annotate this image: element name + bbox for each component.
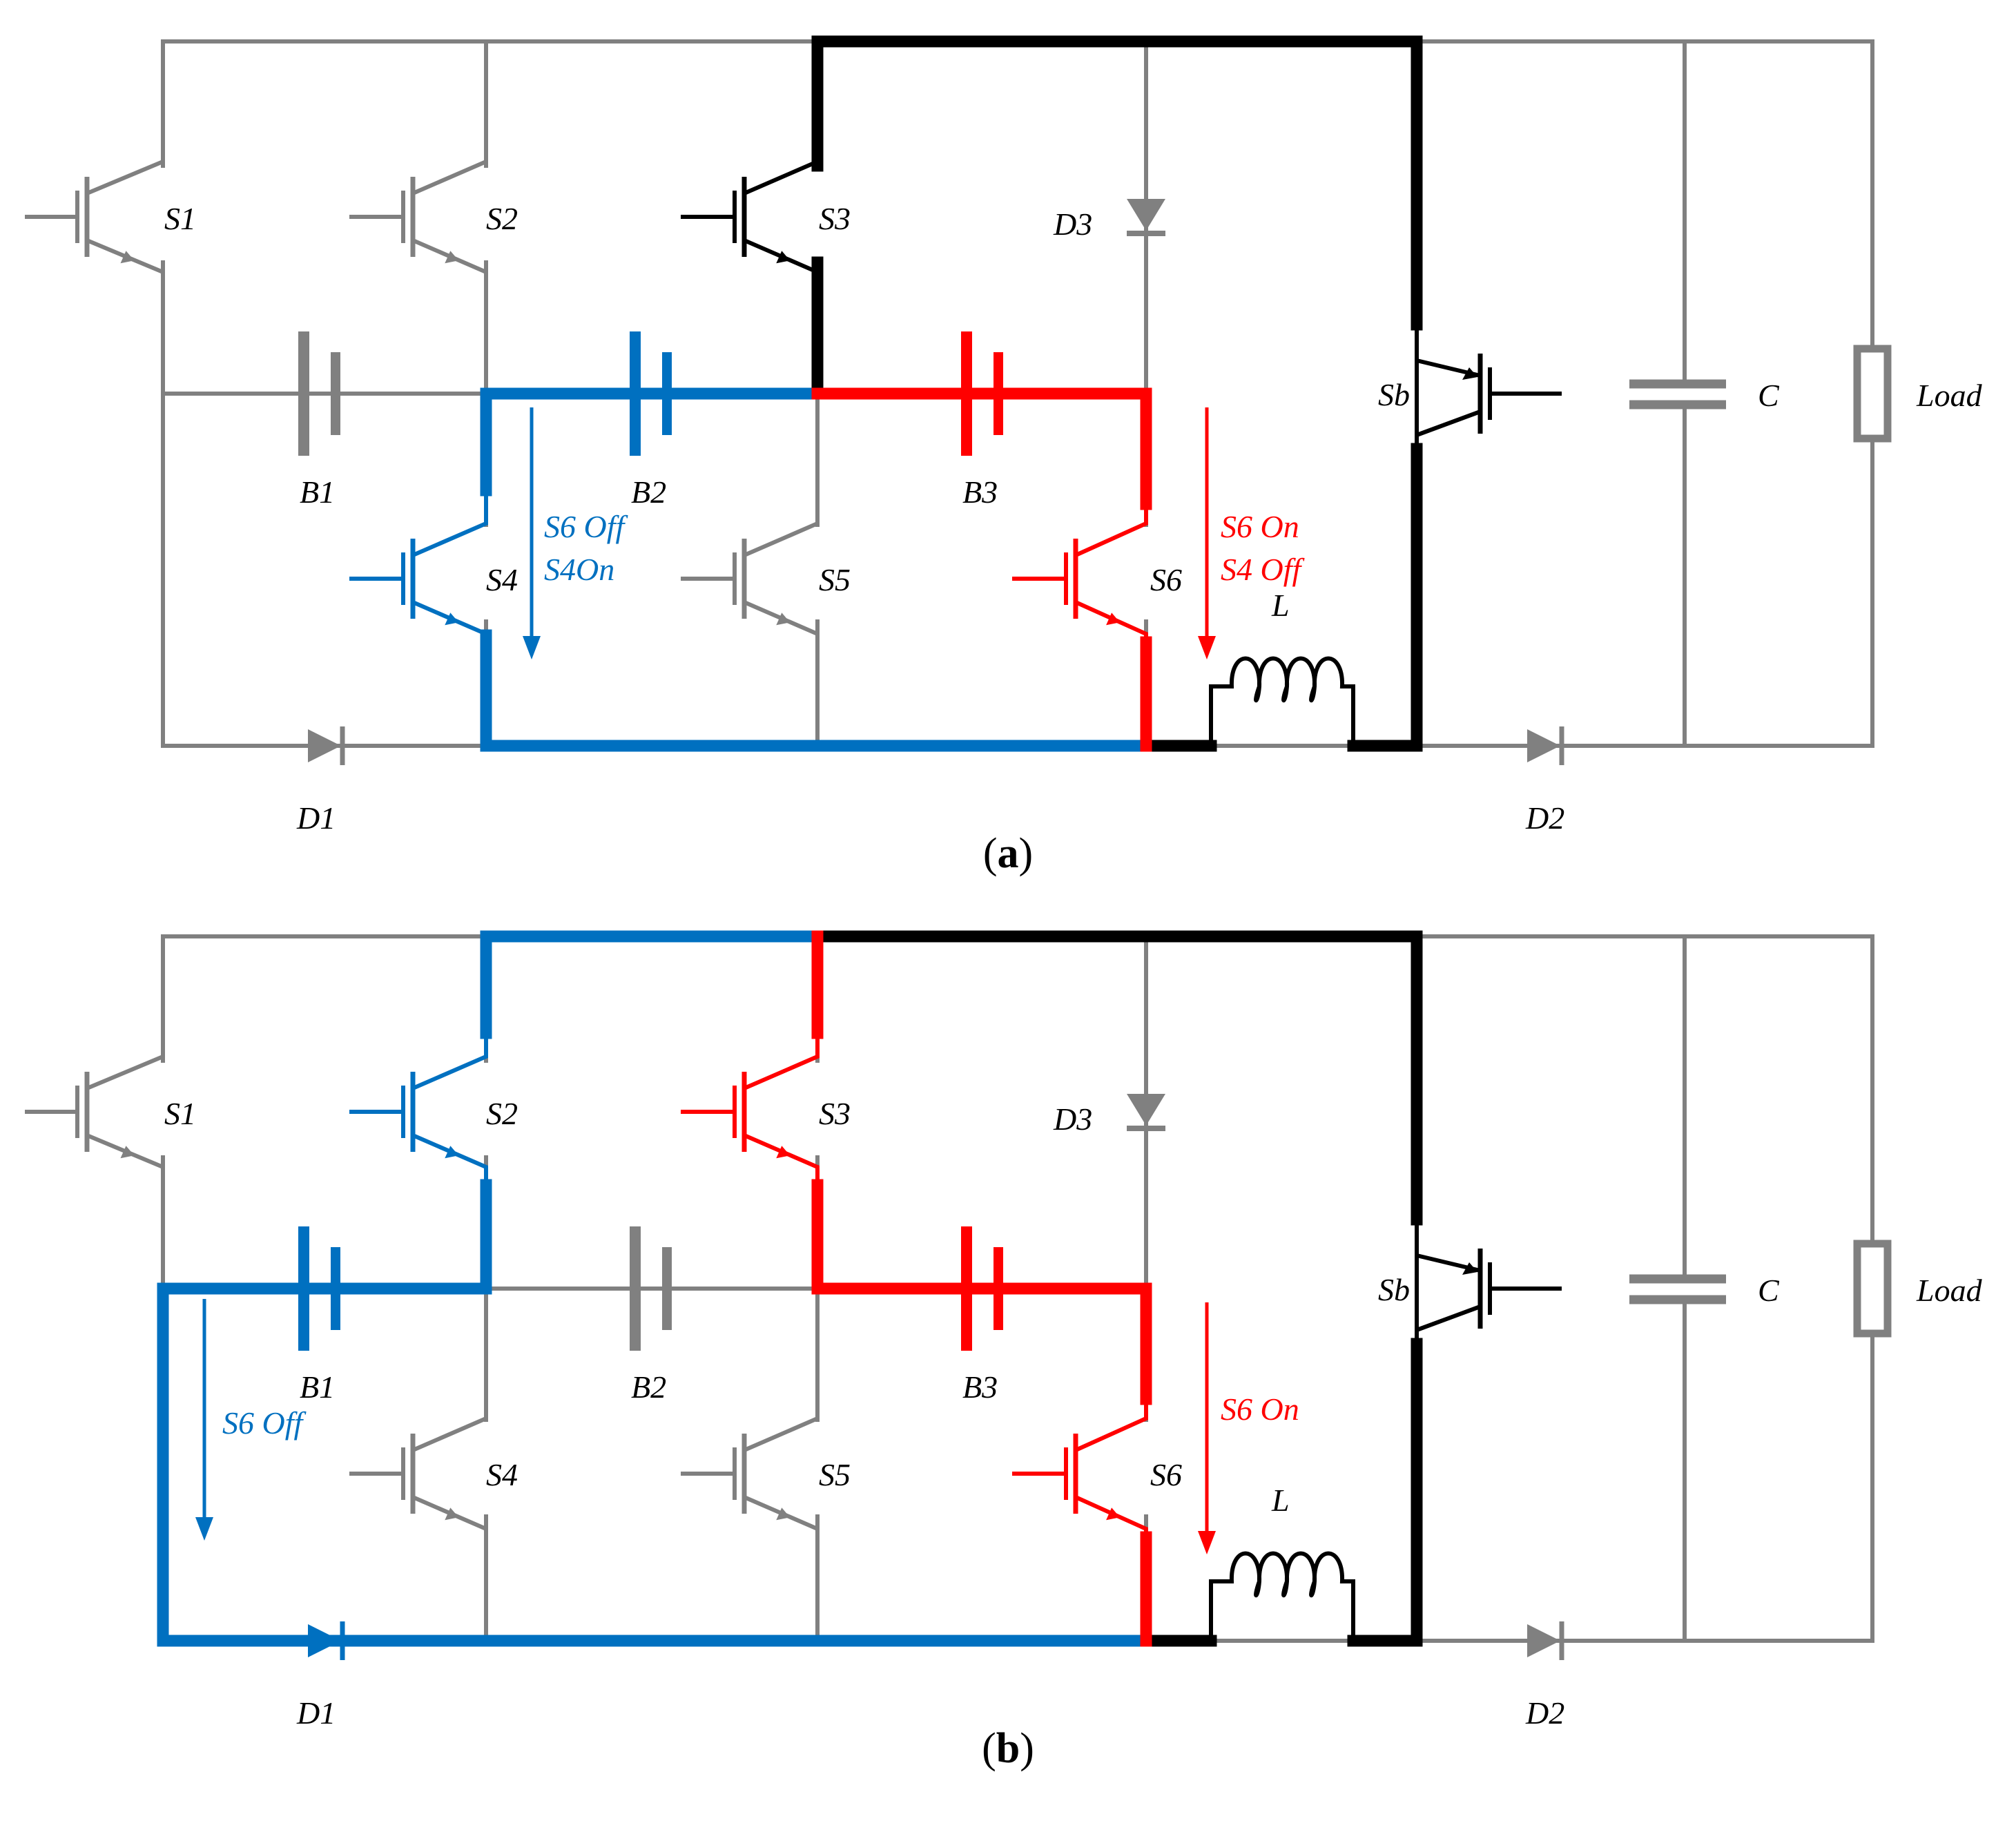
switch-S3 [681, 1015, 820, 1208]
label-S2: S2 [486, 201, 518, 236]
battery-B1 [298, 1226, 340, 1351]
label-S4: S4 [486, 1457, 518, 1492]
annotation-blue-1: S6 Off [544, 509, 629, 544]
caption-close: ) [1019, 830, 1034, 877]
label-D3: D3 [1053, 206, 1092, 242]
switch-S6 [1012, 482, 1148, 675]
label-B1: B1 [300, 1369, 335, 1405]
switch-S3 [681, 120, 820, 314]
red-path [811, 387, 1152, 510]
switch-S2 [349, 1015, 488, 1208]
caption-open: ( [982, 1725, 996, 1772]
label-S5: S5 [819, 1457, 851, 1492]
current-arrow-blue [523, 407, 541, 659]
label-S6: S6 [1150, 562, 1182, 597]
current-arrow-red [1198, 1302, 1216, 1554]
load-resistor [1853, 1240, 1892, 1338]
current-arrow-blue [195, 1299, 213, 1541]
label-S6: S6 [1150, 1457, 1182, 1492]
label-Load: Load [1916, 378, 1983, 413]
blue-path [480, 930, 824, 1039]
diode-D1 [308, 1621, 345, 1660]
diode-D3 [1127, 199, 1165, 236]
annotations: S6 Off S6 On [222, 1391, 1299, 1441]
label-L: L [1271, 588, 1290, 623]
switch-S1 [25, 1015, 165, 1208]
label-D1: D1 [296, 1695, 336, 1731]
switch-S6 [1012, 1377, 1148, 1570]
annotation-blue-2: S4On [544, 552, 614, 587]
label-S3: S3 [819, 201, 851, 236]
load-resistor [1853, 345, 1892, 443]
label-B2: B2 [631, 474, 666, 510]
inductor-L [1209, 1551, 1355, 1641]
capacitor-C [1629, 379, 1726, 410]
label-S3: S3 [819, 1096, 851, 1131]
black-path [811, 35, 1423, 172]
label-S5: S5 [819, 562, 851, 597]
switch-Sb [1415, 354, 1562, 437]
caption-letter: b [996, 1725, 1020, 1772]
diode-D3 [1127, 1094, 1165, 1131]
annotation-red-1: S6 On [1221, 509, 1299, 544]
switch-S1 [25, 120, 165, 314]
label-S2: S2 [486, 1096, 518, 1131]
diode-D2 [1527, 1621, 1564, 1660]
switch-S5 [681, 1377, 820, 1570]
label-D3: D3 [1053, 1101, 1092, 1137]
red-path [811, 1179, 1152, 1405]
label-B1: B1 [300, 474, 335, 510]
switch-S5 [681, 482, 820, 675]
blue-path [157, 1179, 1152, 1647]
label-L: L [1271, 1483, 1290, 1518]
label-S1: S1 [164, 201, 196, 236]
label-D2: D2 [1525, 800, 1564, 836]
black-path [1347, 443, 1423, 752]
diode-D1 [308, 726, 345, 765]
caption-letter: a [998, 830, 1019, 877]
caption-close: ) [1020, 1725, 1034, 1772]
blue-path [480, 387, 824, 497]
battery-B1 [298, 331, 340, 456]
current-arrow-red [1198, 407, 1216, 659]
caption-open: ( [983, 830, 998, 877]
switch-S2 [349, 120, 488, 314]
label-B3: B3 [962, 474, 998, 510]
switch-S4 [349, 1377, 488, 1570]
label-Sb: Sb [1378, 377, 1410, 412]
label-D1: D1 [296, 800, 336, 836]
switch-S4 [349, 482, 488, 675]
battery-B2 [630, 331, 672, 456]
diode-D2 [1527, 726, 1564, 765]
caption-a: (a) [983, 830, 1033, 877]
label-C: C [1758, 378, 1780, 413]
inductor-L [1209, 656, 1355, 746]
label-B2: B2 [631, 1369, 666, 1405]
battery-B2 [630, 1226, 672, 1351]
label-S1: S1 [164, 1096, 196, 1131]
annotation-red-2: S4 Off [1221, 552, 1306, 587]
label-Load: Load [1916, 1273, 1983, 1308]
label-C: C [1758, 1273, 1780, 1308]
battery-B3 [961, 1226, 1003, 1351]
label-Sb: Sb [1378, 1272, 1410, 1307]
battery-B3 [961, 331, 1003, 456]
capacitor-C [1629, 1274, 1726, 1304]
annotation-red-1: S6 On [1221, 1391, 1299, 1427]
annotation-blue-1: S6 Off [222, 1405, 307, 1441]
panel-caption: (b) [982, 1725, 1034, 1772]
switch-Sb [1415, 1249, 1562, 1332]
caption-b: (b) [982, 1725, 1034, 1772]
label-B3: B3 [962, 1369, 998, 1405]
black-path [1347, 1338, 1423, 1647]
label-S4: S4 [486, 562, 518, 597]
panel-caption: (a) [983, 830, 1033, 877]
label-D2: D2 [1525, 1695, 1564, 1731]
